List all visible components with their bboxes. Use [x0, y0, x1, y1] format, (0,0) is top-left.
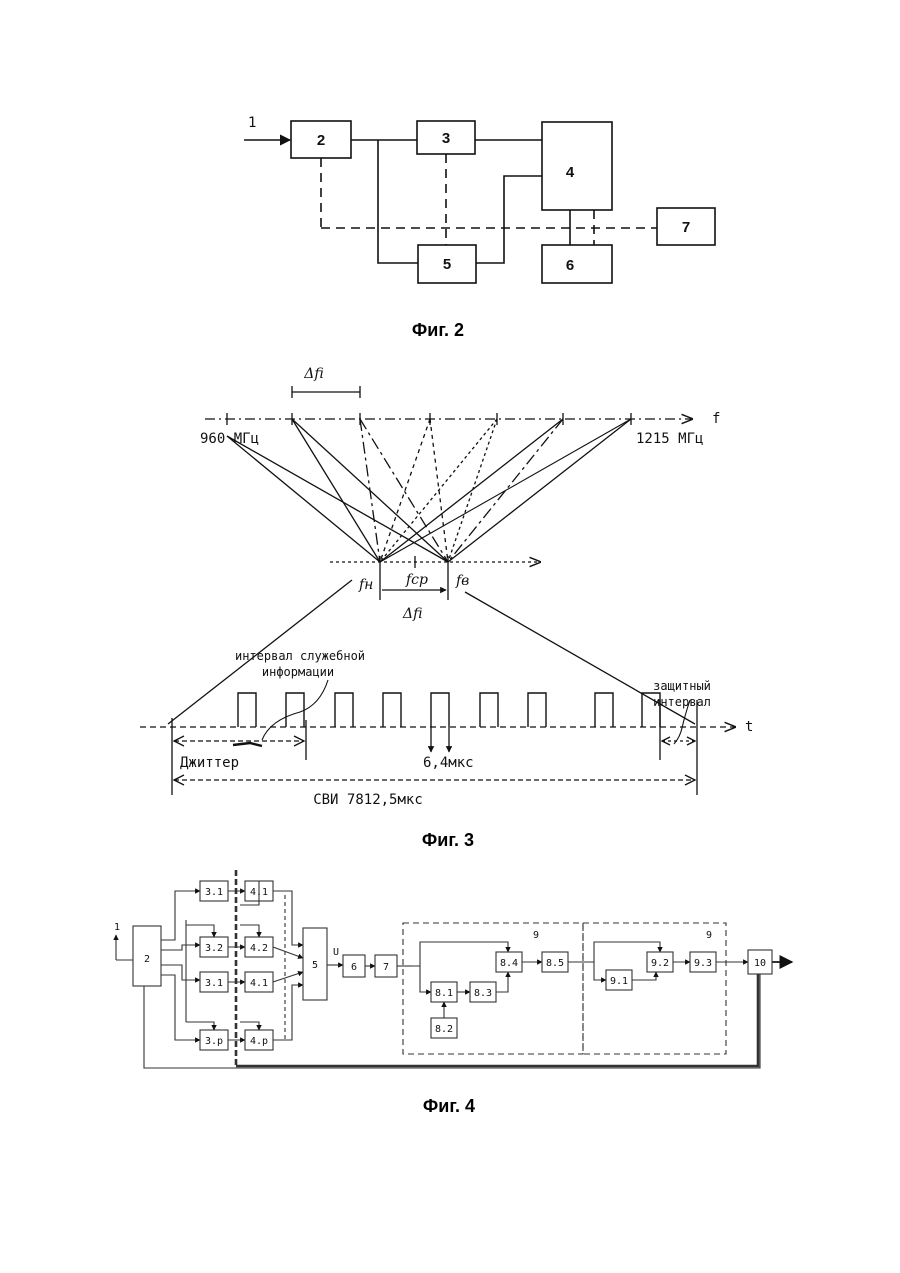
- fig4-block-3-1-label: 3.1: [205, 887, 223, 898]
- fig3-jitter: Джиттер: [180, 755, 239, 771]
- fig4-block-9-1-label: 9.1: [610, 976, 628, 987]
- fig2-caption: Фиг. 2: [412, 320, 464, 340]
- fig3-f-center: fср: [405, 572, 428, 588]
- fig4-block-9-3-label: 9.3: [694, 958, 712, 969]
- fig3-service-interval-line2: информации: [262, 665, 334, 679]
- fig3-guard-interval-line1: защитный: [653, 679, 711, 693]
- fig3-pulse-width: 6,4мкс: [423, 755, 474, 771]
- fig3-freq-high: 1215 МГц: [636, 431, 703, 447]
- fig4-group-9-frame: [583, 923, 726, 1054]
- fig4-block-8-3-label: 8.3: [474, 988, 492, 999]
- fig4-block-3-p-label: 3.р: [205, 1036, 223, 1047]
- fig4-block-4-i-label: 4.1: [250, 978, 268, 989]
- fig4-block-4-p-label: 4.р: [250, 1036, 268, 1047]
- fig4-block-8-2-label: 8.2: [435, 1024, 453, 1035]
- fig2-block-2-label: 2: [317, 132, 325, 149]
- fig4-input-label: 1: [114, 922, 120, 933]
- fig4-block-8-1-label: 8.1: [435, 988, 453, 999]
- fig3-guard-interval-line2: интервал: [653, 695, 711, 709]
- fig2-block-6-label: 6: [566, 257, 574, 274]
- fig4-group-label-2: 9: [706, 930, 712, 941]
- fig4-block-7-label: 7: [383, 962, 389, 973]
- fig4-block-3-2-label: 3.2: [205, 943, 223, 954]
- fig4-u-label: U: [333, 947, 339, 958]
- fig2-block-7-label: 7: [682, 219, 690, 236]
- fig2-block-6: [542, 245, 612, 283]
- fig3-freq-low: 960 МГц: [200, 431, 259, 447]
- fig4-caption: Фиг. 4: [423, 1096, 475, 1116]
- fig2-block-3-label: 3: [442, 130, 450, 147]
- fig4-block-8-5-label: 8.5: [546, 958, 564, 969]
- fig4-block-8-4-label: 8.4: [500, 958, 518, 969]
- fig3-freq-axis-label: f: [712, 411, 720, 427]
- fig3-pulse-train: [238, 693, 660, 727]
- fig4-block-2-label: 2: [144, 954, 150, 965]
- fig4-block-4-2-label: 4.2: [250, 943, 268, 954]
- fig3-service-interval-line1: интервал служебной: [235, 649, 365, 663]
- fig3-delta-f-bottom: Δfi: [402, 606, 422, 622]
- fig4-block-10-label: 10: [754, 958, 766, 969]
- fig2-block-4-label: 4: [566, 164, 575, 181]
- fig3-delta-f-top: Δfi: [303, 366, 323, 382]
- fig2-diagram: [244, 121, 715, 283]
- fig4-block-5-label: 5: [312, 960, 318, 971]
- fig4-block-3-i-label: 3.1: [205, 978, 223, 989]
- fig2-block-5-label: 5: [443, 256, 451, 273]
- fig4-group-8-frame: [403, 923, 583, 1054]
- fig2-block-4: [542, 122, 612, 210]
- fig3-f-high: fв: [455, 573, 469, 589]
- fig3-svi: СВИ 7812,5мкс: [313, 792, 423, 808]
- fig3-diagram: [140, 386, 735, 795]
- fig4-block-9-2-label: 9.2: [651, 958, 669, 969]
- fig4-block-4-1-label: 4.1: [250, 887, 268, 898]
- fig4-group-label-1: 9: [533, 930, 539, 941]
- fig3-caption: Фиг. 3: [422, 830, 474, 850]
- fig4-block-6-label: 6: [351, 962, 357, 973]
- fig3-time-axis-label: t: [745, 719, 753, 735]
- fig3-f-low: fн: [358, 577, 373, 593]
- fig2-input-label: 1: [248, 115, 256, 131]
